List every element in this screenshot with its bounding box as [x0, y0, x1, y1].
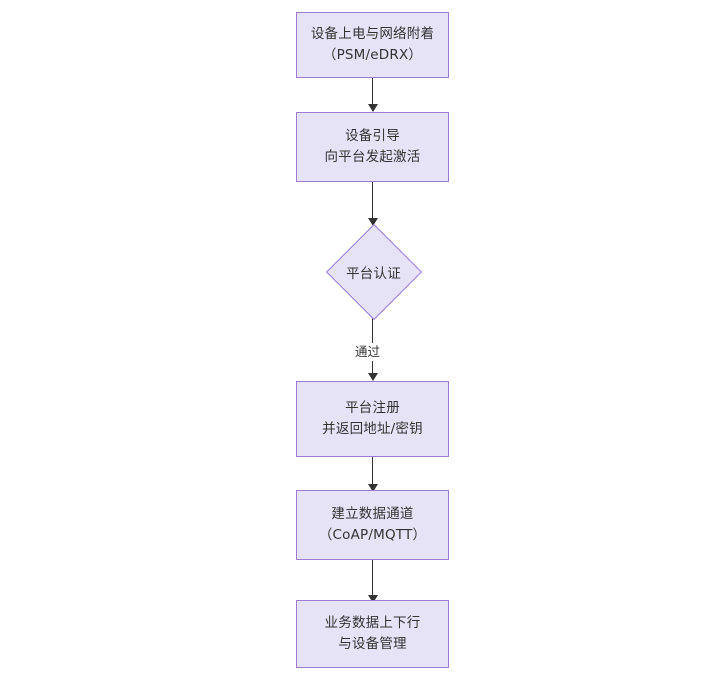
node-power-on-label: 设备上电与网络附着 （PSM/eDRX）: [310, 26, 435, 63]
edge-platform-register-to-data-channel-line: [372, 457, 374, 487]
node-service-data[interactable]: 业务数据上下行 与设备管理: [296, 600, 449, 668]
node-platform-auth-label: 平台认证: [346, 266, 401, 282]
edge-data-channel-to-service-data-line: [372, 560, 374, 598]
edge-platform-auth-to-platform-register-arrow: [368, 373, 378, 381]
node-service-data-label: 业务数据上下行 与设备管理: [324, 615, 421, 652]
node-power-on[interactable]: 设备上电与网络附着 （PSM/eDRX）: [296, 12, 449, 78]
edge-platform-register-to-data-channel-arrow: [368, 484, 378, 492]
edge-power-on-to-bootstrap-line: [372, 77, 374, 106]
node-bootstrap[interactable]: 设备引导 向平台发起激活: [296, 112, 449, 182]
node-platform-register-label: 平台注册 并返回地址/密钥: [322, 400, 423, 437]
node-bootstrap-label: 设备引导 向平台发起激活: [324, 128, 421, 165]
edge-bootstrap-to-platform-auth-line: [372, 182, 374, 220]
edge-data-channel-to-service-data-arrow: [368, 595, 378, 603]
node-data-channel-label: 建立数据通道 （CoAP/MQTT）: [318, 506, 427, 543]
node-platform-register[interactable]: 平台注册 并返回地址/密钥: [296, 381, 449, 457]
node-platform-auth[interactable]: 平台认证: [325, 223, 422, 321]
edge-bootstrap-to-platform-auth-arrow: [368, 218, 378, 226]
edge-label-pass: 通过: [352, 343, 384, 362]
node-data-channel[interactable]: 建立数据通道 （CoAP/MQTT）: [296, 490, 449, 560]
edge-power-on-to-bootstrap-arrow: [368, 104, 378, 112]
